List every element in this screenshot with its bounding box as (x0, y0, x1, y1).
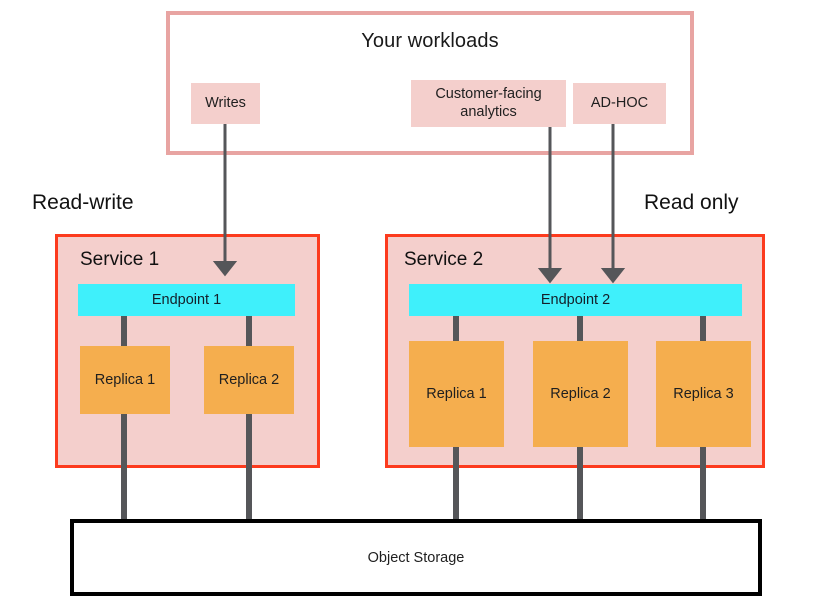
connector-endpoint2-replica3 (700, 316, 706, 341)
service-1-replica-2[interactable]: Replica 2 (204, 346, 294, 414)
workload-chip-writes[interactable]: Writes (191, 83, 260, 124)
service-2-replica-3[interactable]: Replica 3 (656, 341, 751, 447)
workloads-frame (166, 11, 694, 155)
connector-endpoint1-replica1 (121, 316, 127, 346)
service-2-label: Service 2 (404, 249, 484, 270)
workloads-title: Your workloads (361, 30, 499, 52)
caption-read-write: Read-write (32, 191, 134, 214)
endpoint-1[interactable]: Endpoint 1 (78, 284, 295, 316)
object-storage-box[interactable]: Object Storage (70, 519, 762, 596)
endpoint-2[interactable]: Endpoint 2 (409, 284, 742, 316)
connector-service2-replica2-storage (577, 447, 583, 522)
service-1-label: Service 1 (80, 249, 160, 270)
connector-service2-replica3-storage (700, 447, 706, 522)
connector-endpoint1-replica2 (246, 316, 252, 346)
workload-chip-customer-facing-analytics[interactable]: Customer-facing analytics (411, 80, 566, 127)
connector-service2-replica1-storage (453, 447, 459, 522)
connector-endpoint2-replica1 (453, 316, 459, 341)
connector-endpoint2-replica2 (577, 316, 583, 341)
service-2-replica-1[interactable]: Replica 1 (409, 341, 504, 447)
connector-service1-replica2-storage (246, 414, 252, 522)
workload-chip-ad-hoc[interactable]: AD-HOC (573, 83, 666, 124)
service-2-replica-2[interactable]: Replica 2 (533, 341, 628, 447)
service-1-replica-1[interactable]: Replica 1 (80, 346, 170, 414)
connector-service1-replica1-storage (121, 414, 127, 522)
caption-read-only: Read only (644, 191, 739, 214)
